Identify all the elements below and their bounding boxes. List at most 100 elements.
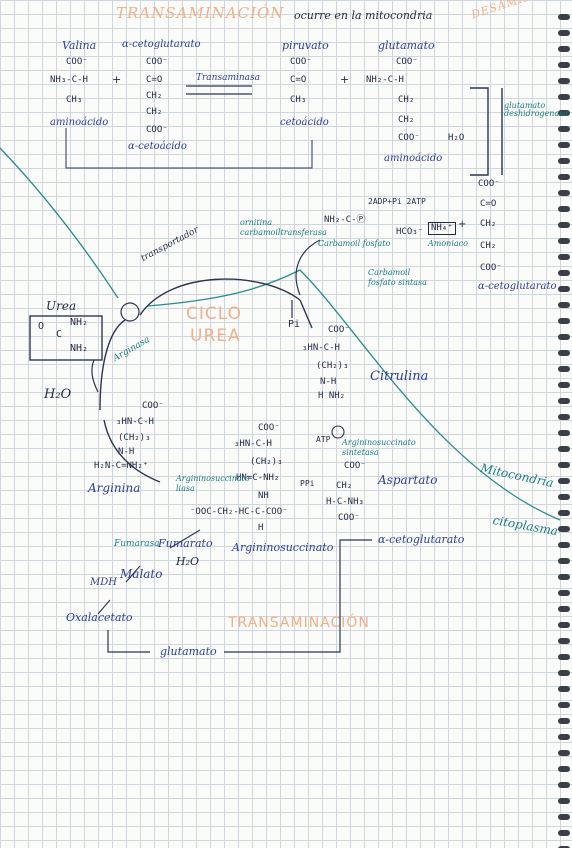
- spiral-ring: [558, 398, 570, 404]
- glu-ch2-1: CH₂: [398, 95, 415, 105]
- h2o-fumarasa: H₂O: [176, 555, 200, 568]
- malato-label: Malato: [120, 567, 163, 581]
- spiral-binding: [558, 14, 570, 848]
- spiral-ring: [558, 286, 570, 292]
- urea-c: C: [56, 329, 63, 340]
- spiral-ring: [558, 478, 570, 484]
- atp-transporter-glyph: [331, 425, 345, 439]
- col-ch2-1: CH₂: [480, 219, 497, 229]
- gdh-bracket: [470, 87, 503, 176]
- urea-nh2-bottom: NH₂: [70, 343, 89, 354]
- alpha-cetoacido: α-cetoácido: [128, 141, 187, 152]
- amoniaco-label: Amoniaco: [428, 239, 468, 248]
- as-line6: ⁻OOC-CH₂-HC-C-COO⁻: [190, 507, 288, 517]
- urea-label: Urea: [46, 299, 77, 313]
- spiral-ring: [558, 542, 570, 548]
- transaminacion-bottom: TRANSAMINACIÓN: [228, 615, 370, 631]
- mitochondria-membrane-line: [0, 147, 561, 521]
- as-sintetasa-label: Argininosuccinato sintetasa: [342, 438, 416, 457]
- spiral-ring: [558, 734, 570, 740]
- citrulina-label: Citrulina: [370, 369, 429, 384]
- arg-guan: H₂N-C=NH₂⁺: [94, 461, 149, 471]
- spiral-ring: [558, 366, 570, 372]
- arg-nh: N-H: [118, 447, 135, 457]
- ak-coo-2: COO⁻: [146, 125, 168, 135]
- plus-1: +: [112, 73, 122, 86]
- oxalacetato-label: Oxalacetato: [66, 611, 133, 624]
- spiral-ring: [558, 750, 570, 756]
- oxalacetato-to-glutamato: [107, 630, 150, 653]
- as-nh: NH: [258, 491, 269, 501]
- urea-box: [29, 315, 103, 361]
- spiral-ring: [558, 446, 570, 452]
- arg-nh3: ₃HN-C-H: [116, 417, 154, 427]
- atp-adp: 2ADP+Pi 2ATP: [368, 197, 426, 206]
- asp-coo-2: COO⁻: [338, 513, 360, 523]
- arg-coo: COO⁻: [142, 401, 164, 411]
- spiral-ring: [558, 174, 570, 180]
- spiral-ring: [558, 14, 570, 20]
- spiral-ring: [558, 622, 570, 628]
- spiral-ring: [558, 382, 570, 388]
- urea-nh2-top: NH₂: [70, 317, 89, 328]
- as-liasa-label: Argininosuccinato liasa: [176, 474, 250, 493]
- glutamato-label: glutamato: [378, 39, 435, 52]
- asp-ch2: CH₂: [336, 481, 353, 491]
- arginina-label: Arginina: [88, 481, 141, 495]
- carbamoil-fosfato-label: Carbamoil fosfato: [318, 239, 391, 248]
- transaminasa-label: Transaminasa: [196, 73, 261, 83]
- spiral-ring: [558, 110, 570, 116]
- nh4-plus: +: [458, 219, 467, 230]
- ak-ch2-2: CH₂: [146, 107, 163, 117]
- spiral-ring: [558, 430, 570, 436]
- urea-o: O: [38, 321, 45, 332]
- spiral-ring: [558, 350, 570, 356]
- spiral-ring: [558, 206, 570, 212]
- transporter-glyph: [120, 302, 140, 322]
- spiral-ring: [558, 766, 570, 772]
- arginasa-arrow: [91, 359, 99, 393]
- spiral-ring: [558, 270, 570, 276]
- spiral-ring: [558, 686, 570, 692]
- alpha-ketoglutarate-label: α-cetoglutarato: [122, 39, 201, 50]
- h2o-top: H₂O: [448, 133, 465, 143]
- spiral-ring: [558, 302, 570, 308]
- cit-nh3: ₃HN-C-H: [302, 343, 340, 353]
- glu-ch2-2: CH₂: [398, 115, 415, 125]
- valina-label: Valina: [62, 39, 97, 52]
- ciclo-title: CICLO: [186, 304, 242, 324]
- spiral-ring: [558, 62, 570, 68]
- heading-note: ocurre en la mitocondria: [294, 9, 433, 22]
- cit-coo: COO⁻: [328, 325, 350, 335]
- carbamoyl-arrow: [295, 239, 321, 296]
- fumarato-label: Fumarato: [158, 537, 213, 550]
- as-ch2: (CH₂)₃: [250, 457, 283, 467]
- ppi-label: PPi: [300, 479, 315, 488]
- spiral-ring: [558, 606, 570, 612]
- h2o-urea: H₂O: [44, 387, 72, 402]
- pi-label: Pi: [288, 319, 301, 330]
- cps-label: Carbamoil fosfato sintasa: [368, 268, 427, 287]
- pyr-coo: COO⁻: [290, 57, 312, 67]
- cetoacido-1: cetoácido: [280, 117, 329, 128]
- gdh-label: glutamato deshidrogenasa: [504, 101, 569, 118]
- spiral-ring: [558, 30, 570, 36]
- arrow-to-citrulina: [299, 299, 313, 329]
- mdh-label: MDH: [90, 577, 117, 588]
- spiral-ring: [558, 718, 570, 724]
- spiral-ring: [558, 494, 570, 500]
- spiral-ring: [558, 558, 570, 564]
- hco3: HCO₃⁻: [396, 227, 424, 237]
- piruvato-label: piruvato: [282, 39, 329, 52]
- glu-coo-2: COO⁻: [398, 133, 420, 143]
- glutamato-bottom: glutamato: [160, 645, 217, 658]
- spiral-ring: [558, 638, 570, 644]
- valina-nh3: NH₃-C-H: [50, 75, 88, 85]
- as-coo: COO⁻: [258, 423, 280, 433]
- argininosuccinato-label: Argininosuccinato: [232, 541, 334, 554]
- ak-ch2-1: CH₂: [146, 91, 163, 101]
- spiral-ring: [558, 142, 570, 148]
- spiral-ring: [558, 510, 570, 516]
- ornitina-transferasa: ornitina carbamoiltransferasa: [240, 218, 327, 237]
